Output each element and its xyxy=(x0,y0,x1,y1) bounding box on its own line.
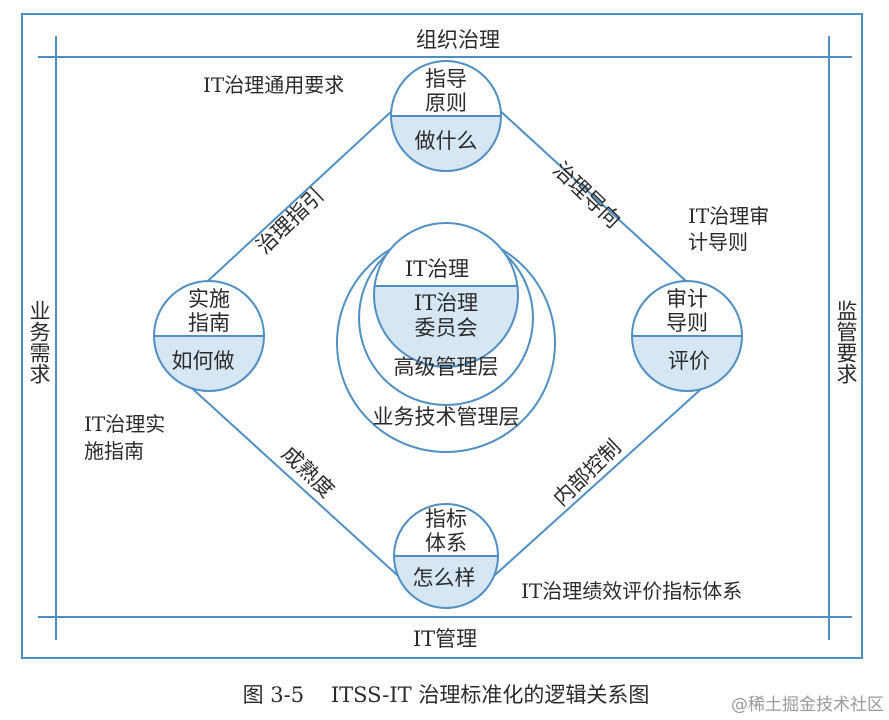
figure-caption: 图 3-5 ITSS-IT 治理标准化的逻辑关系图 xyxy=(243,683,650,707)
node-right-upper-2: 导则 xyxy=(666,311,708,335)
node-top-upper-1: 指导 xyxy=(425,67,467,91)
center-senior-management: 高级管理层 xyxy=(394,355,499,379)
node-implementation-guide: 实施 指南 如何做 xyxy=(153,280,265,392)
edge-label-top-right: 治理导向 xyxy=(548,157,625,233)
center-hierarchy: IT治理 IT治理 委员会 高级管理层 业务技术管理层 xyxy=(336,222,556,453)
frame-label-left: 业务需求 xyxy=(27,300,51,384)
edge-bottom-left xyxy=(183,380,408,585)
frame-label-bottom: IT管理 xyxy=(413,627,477,651)
node-guiding-principles: 指导 原则 做什么 xyxy=(390,60,502,172)
frame-border xyxy=(21,13,863,659)
annotation-implementation-guide-1: IT治理实 xyxy=(84,412,165,436)
center-it-governance: IT治理 xyxy=(405,257,469,281)
center-committee-1: IT治理 xyxy=(414,291,478,315)
node-indicator-system: 指标 体系 怎么样 xyxy=(393,503,499,609)
node-left-lower: 如何做 xyxy=(172,349,235,373)
node-audit-guide: 审计 导则 评价 xyxy=(631,280,743,392)
center-business-tech-management: 业务技术管理层 xyxy=(373,405,520,429)
edge-top-right xyxy=(484,96,711,304)
diamond-edges xyxy=(183,96,711,585)
node-right-border xyxy=(631,280,743,392)
node-left-border xyxy=(153,280,265,392)
node-bottom-upper-1: 指标 xyxy=(425,507,467,531)
edge-label-top-left: 治理指引 xyxy=(252,183,329,259)
node-right-lower: 评价 xyxy=(668,349,710,373)
node-bottom-border xyxy=(393,503,499,609)
edge-bottom-right xyxy=(484,380,711,585)
node-right-upper-1: 审计 xyxy=(666,287,708,311)
node-left-upper-1: 实施 xyxy=(188,287,230,311)
node-top-lower: 做什么 xyxy=(415,129,478,153)
annotation-performance-indicators: IT治理绩效评价指标体系 xyxy=(521,579,742,603)
center-committee-2: 委员会 xyxy=(415,316,478,340)
annotation-audit-guide-1: IT治理审 xyxy=(688,204,769,228)
center-inner-circle xyxy=(373,222,519,368)
edge-top-left xyxy=(183,96,408,304)
annotation-audit-guide-2: 计导则 xyxy=(688,230,748,254)
frame-label-right: 监管要求 xyxy=(834,300,858,384)
node-bottom-lower: 怎么样 xyxy=(413,566,476,590)
outer-frame xyxy=(21,13,863,659)
node-left-upper-2: 指南 xyxy=(188,311,230,335)
node-top-upper-2: 原则 xyxy=(425,91,467,115)
watermark: @稀土掘金技术社区 xyxy=(731,695,884,715)
annotation-implementation-guide-2: 施指南 xyxy=(84,439,144,463)
edge-label-bottom-right: 内部控制 xyxy=(549,435,626,511)
node-top-border xyxy=(390,60,502,172)
node-bottom-upper-2: 体系 xyxy=(425,531,467,555)
frame-label-top: 组织治理 xyxy=(416,28,500,52)
annotation-general-requirements: IT治理通用要求 xyxy=(203,73,344,97)
